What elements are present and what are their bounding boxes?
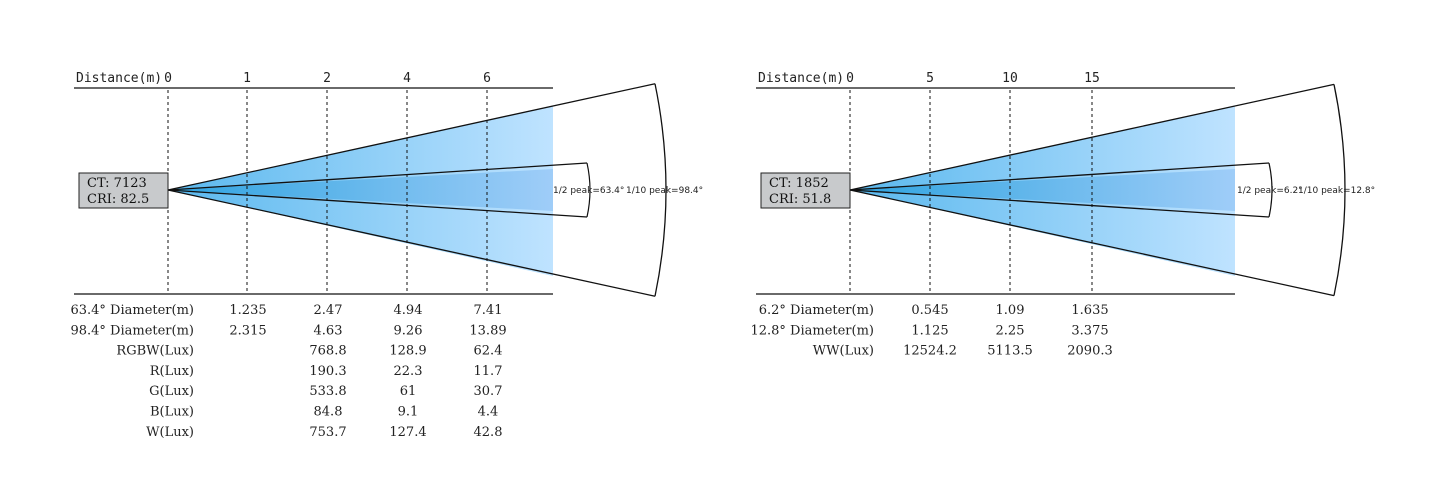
row-value: 9.1 [398, 405, 419, 420]
half-peak-label: 1/2 peak=6.2° [1237, 186, 1303, 196]
row-value: 0.545 [911, 303, 948, 318]
row-label: G(Lux) [149, 384, 194, 399]
info-box [760, 172, 851, 209]
row-value: 3.375 [1071, 323, 1108, 338]
tenth-peak-label: 1/10 peak=12.8° [1298, 186, 1375, 196]
distance-tick-label: 0 [846, 71, 854, 86]
row-label: B(Lux) [150, 405, 194, 420]
distance-axis-label: Distance(m) [758, 71, 844, 86]
row-label: W(Lux) [146, 425, 194, 440]
cri-value: CRI: 51.8 [769, 192, 831, 207]
row-label: RGBW(Lux) [116, 344, 194, 359]
row-value: 4.63 [314, 323, 343, 338]
info-box [78, 172, 169, 209]
row-value: 2.47 [314, 303, 343, 318]
outer-ray-top [849, 83, 1335, 191]
row-value: 1.635 [1071, 303, 1108, 318]
row-value: 7.41 [474, 303, 503, 318]
row-value: 753.7 [309, 425, 346, 440]
distance-axis-label: Distance(m) [76, 71, 162, 86]
inner-ray-bottom [167, 189, 588, 218]
ct-value: CT: 1852 [769, 176, 829, 191]
row-value: 1.125 [911, 323, 948, 338]
row-value: 533.8 [309, 384, 346, 399]
row-value: 4.4 [478, 405, 499, 420]
inner-ray-top [167, 162, 588, 191]
inner-ray-bottom [849, 189, 1270, 218]
cri-value: CRI: 82.5 [87, 192, 149, 207]
beam-diagram-left: Distance(m)0 1 2 4 6 1/2 peak=63.4°1/10 peak=… [70, 71, 703, 440]
outer-ray-top [167, 83, 656, 191]
row-value: 84.8 [314, 405, 343, 420]
outer-ray-bottom [167, 189, 656, 297]
beam-diagram-right: Distance(m)0 5 10 15 1/2 peak=6.2°1/10 peak=… [682, 0, 1402, 496]
row-value: 1.235 [229, 303, 266, 318]
distance-tick-label: 6 [483, 71, 491, 86]
row-label: 98.4° Diameter(m) [70, 323, 194, 338]
half-peak-label: 1/2 peak=63.4° [553, 186, 624, 196]
row-value: 11.7 [474, 364, 503, 379]
row-value: 2.315 [229, 323, 266, 338]
half-peak-arc [586, 162, 591, 218]
row-label: 6.2° Diameter(m) [759, 303, 874, 318]
row-value: 768.8 [309, 344, 346, 359]
row-value: 4.94 [394, 303, 423, 318]
half-peak-arc [1268, 162, 1273, 218]
row-value: 2090.3 [1067, 344, 1113, 359]
beam-svg-right: Distance(m)0 5 10 15 1/2 peak=6.2°1/10 peak=… [750, 71, 1375, 359]
distance-tick-label: 1 [243, 71, 251, 86]
distance-tick-label: 0 [164, 71, 172, 86]
ct-value: CT: 7123 [87, 176, 147, 191]
row-value: 2.25 [996, 323, 1025, 338]
row-value: 190.3 [309, 364, 346, 379]
row-value: 22.3 [394, 364, 423, 379]
outer-ray-bottom [849, 189, 1335, 297]
distance-tick-label: 4 [403, 71, 411, 86]
row-value: 13.89 [469, 323, 506, 338]
row-value: 128.9 [389, 344, 426, 359]
tenth-peak-label: 1/10 peak=98.4° [626, 186, 703, 196]
inner-ray-top [849, 162, 1270, 191]
distance-tick-label: 10 [1002, 71, 1018, 86]
row-label: WW(Lux) [813, 344, 874, 359]
row-value: 61 [400, 384, 417, 399]
tenth-peak-arc [654, 83, 667, 297]
row-value: 1.09 [996, 303, 1025, 318]
beam-inner-cone [850, 169, 1235, 211]
distance-tick-label: 15 [1084, 71, 1100, 86]
row-value: 62.4 [474, 344, 503, 359]
beam-inner-cone [168, 169, 553, 211]
row-value: 5113.5 [987, 344, 1033, 359]
row-label: 12.8° Diameter(m) [750, 323, 874, 338]
row-label: 63.4° Diameter(m) [70, 303, 194, 318]
row-value: 9.26 [394, 323, 423, 338]
distance-tick-label: 5 [926, 71, 934, 86]
row-value: 12524.2 [903, 344, 957, 359]
row-value: 30.7 [474, 384, 503, 399]
row-value: 42.8 [474, 425, 503, 440]
row-value: 127.4 [389, 425, 426, 440]
beam-svg-left: Distance(m)0 1 2 4 6 1/2 peak=63.4°1/10 peak=… [70, 71, 703, 440]
distance-tick-label: 2 [323, 71, 331, 86]
row-label: R(Lux) [150, 364, 194, 379]
tenth-peak-arc [1333, 84, 1346, 296]
